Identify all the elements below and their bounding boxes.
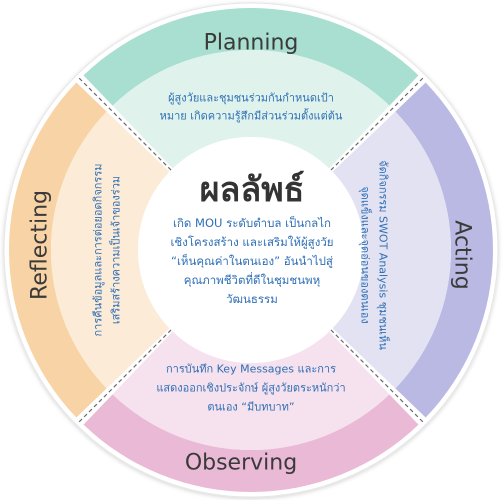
planning-outer-band [83, 8, 419, 106]
planning-text-line: หมาย เกิดความรู้สึกมีส่วนร่วมตั้งแต่ต้น [160, 108, 343, 123]
sector-divider [330, 77, 424, 171]
sector-divider [330, 329, 424, 423]
center-line: “เห็นคุณค่าในตนเอง” อันนำไปสู่ [171, 254, 333, 268]
acting-text-line: จัดกิจกรรม SWOT Analysis ชุมชนเห็น [377, 160, 391, 350]
reflecting-text-line: เสริมสร้างความเป็นเจ้าของร่วม [109, 176, 123, 324]
center-line: คุณภาพชีวิตที่ดีในชุมชนพหุ [183, 273, 321, 287]
center-outcome-block: ผลลัพธ์ เกิด MOU ระดับตำบล เป็นกลไก เชิง… [146, 170, 358, 330]
planning-label: Planning [204, 31, 299, 56]
sector-group [9, 8, 493, 492]
planning-text-line: ผู้สูงวัยและชุมชนร่วมกันกำหนดเป้า [168, 92, 334, 105]
acting-outer-band [395, 82, 493, 418]
observing-text-line: การบันทึก Key Messages และการ [166, 363, 336, 376]
observing-inner-band [112, 331, 390, 451]
center-description: เกิด MOU ระดับตำบล เป็นกลไก เชิงโครงสร้า… [146, 214, 358, 309]
center-line: เกิด MOU ระดับตำบล เป็นกลไก [173, 216, 331, 230]
center-circle [138, 137, 364, 363]
observing-text: การบันทึก Key Messages และการแสดงออกเชิง… [156, 363, 345, 414]
reflecting-inner-band [50, 111, 170, 389]
acting-inner-band [332, 111, 452, 389]
center-line: เชิงโครงสร้าง และเสริมให้ผู้สูงวัย [170, 235, 334, 249]
planning-inner-band [112, 50, 390, 169]
sector-divider [78, 77, 172, 171]
center-title: ผลลัพธ์ [199, 170, 305, 210]
observing-text-line: แสดงออกเชิงประจักษ์ ผู้สูงวัยตระหนักว่า [156, 382, 345, 395]
observing-text-line: ตนเอง “มีบทบาท” [207, 401, 294, 414]
acting-text: จัดกิจกรรม SWOT Analysis ชุมชนเห็น จุดแข็… [359, 160, 391, 350]
observing-label: Observing [185, 451, 297, 476]
center-line: วัฒนธรรม [226, 292, 278, 306]
reflecting-text-line: การคืนข้อมูลและการต่อยอดกิจกรรม [92, 163, 105, 336]
acting-label: Acting [450, 220, 475, 289]
reflecting-outer-band [9, 82, 107, 418]
reflecting-label: Reflecting [28, 190, 53, 300]
reflecting-text: การคืนข้อมูลและการต่อยอดกิจกรรม เสริมสร้า… [92, 163, 123, 336]
observing-outer-band [83, 394, 419, 492]
acting-text-line: จุดแข็งและจุดอ่อนของตนเอง [359, 186, 373, 324]
sector-divider [78, 329, 172, 423]
